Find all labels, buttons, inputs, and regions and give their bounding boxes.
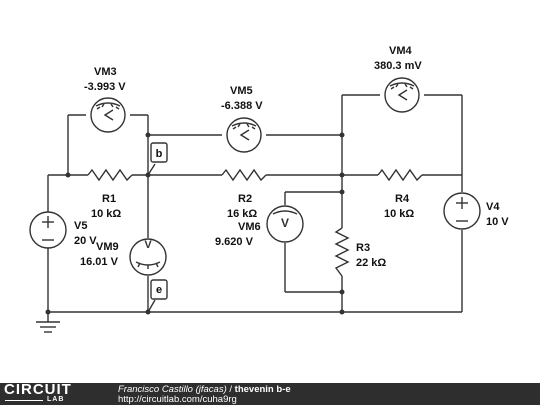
r4-value: 10 kΩ xyxy=(384,208,414,220)
vm4-name: VM4 xyxy=(389,45,413,57)
junction-dot xyxy=(339,132,345,138)
node-label-e[interactable]: e xyxy=(147,279,168,313)
circuit-schematic: R1 10 kΩ R2 16 kΩ R4 10 kΩ R3 22 kΩ V5 2… xyxy=(29,45,509,333)
node-label-b[interactable]: b xyxy=(147,142,168,176)
junction-dot xyxy=(65,172,71,178)
circuit-url[interactable]: http://circuitlab.com/cuha9rg xyxy=(118,394,237,405)
resistor-r1[interactable]: R1 10 kΩ xyxy=(87,168,133,220)
vm5-name: VM5 xyxy=(230,85,253,97)
meta-separator: / xyxy=(226,384,235,395)
voltmeter-vm4[interactable]: VM4 380.3 mV xyxy=(374,45,422,113)
volt-symbol: V xyxy=(281,216,289,230)
node-e-text: e xyxy=(156,284,162,296)
voltage-source-v5[interactable]: V5 20 V xyxy=(29,211,97,249)
resistor-r4[interactable]: R4 10 kΩ xyxy=(377,168,423,220)
circuit-meta: Francisco Castillo (jfacas) / thevenin b… xyxy=(118,384,291,395)
r2-name: R2 xyxy=(238,193,252,205)
vm9-value: 16.01 V xyxy=(80,256,119,268)
junction-dot xyxy=(339,172,345,178)
r3-value: 22 kΩ xyxy=(356,257,386,269)
r4-name: R4 xyxy=(395,193,410,205)
node-b-text: b xyxy=(156,148,163,160)
vm9-name: VM9 xyxy=(96,241,119,253)
voltmeter-vm6[interactable]: V VM6 9.620 V xyxy=(215,205,304,248)
voltmeter-vm9[interactable]: V VM9 16.01 V xyxy=(80,238,167,276)
r2-value: 16 kΩ xyxy=(227,208,257,220)
v4-value: 10 V xyxy=(486,216,509,228)
v5-name: V5 xyxy=(74,220,87,232)
vm3-name: VM3 xyxy=(94,66,117,78)
author-name[interactable]: Francisco Castillo (jfacas) xyxy=(118,384,227,395)
vm6-value: 9.620 V xyxy=(215,236,254,248)
voltmeter-vm5[interactable]: VM5 -6.388 V xyxy=(221,85,263,153)
r3-name: R3 xyxy=(356,242,370,254)
resistor-r2[interactable]: R2 16 kΩ xyxy=(221,168,267,220)
r1-name: R1 xyxy=(102,193,116,205)
vm5-value: -6.388 V xyxy=(221,100,263,112)
vm4-value: 380.3 mV xyxy=(374,60,422,72)
footer-bar: CIRCUIT LAB Francisco Castillo (jfacas) … xyxy=(0,381,540,405)
voltage-source-v4[interactable]: V4 10 V xyxy=(443,192,509,230)
junction-dot xyxy=(339,289,345,295)
circuit-title[interactable]: thevenin b-e xyxy=(234,384,291,395)
ground-icon xyxy=(36,312,60,333)
v4-name: V4 xyxy=(486,201,500,213)
r1-value: 10 kΩ xyxy=(91,208,121,220)
resistor-r3[interactable]: R3 22 kΩ xyxy=(334,227,386,277)
circuitlab-logo-sub: LAB xyxy=(47,396,65,403)
v5-value: 20 V xyxy=(74,235,97,247)
vm3-value: -3.993 V xyxy=(84,81,126,93)
junction-dot xyxy=(145,132,151,138)
junction-dot xyxy=(339,189,345,195)
junction-dot xyxy=(339,309,345,315)
voltmeter-vm3[interactable]: VM3 -3.993 V xyxy=(84,66,126,133)
volt-symbol: V xyxy=(144,239,152,251)
circuitlab-logo[interactable]: CIRCUIT xyxy=(4,381,72,398)
vm6-name: VM6 xyxy=(238,221,261,233)
logo-rule xyxy=(5,400,43,401)
